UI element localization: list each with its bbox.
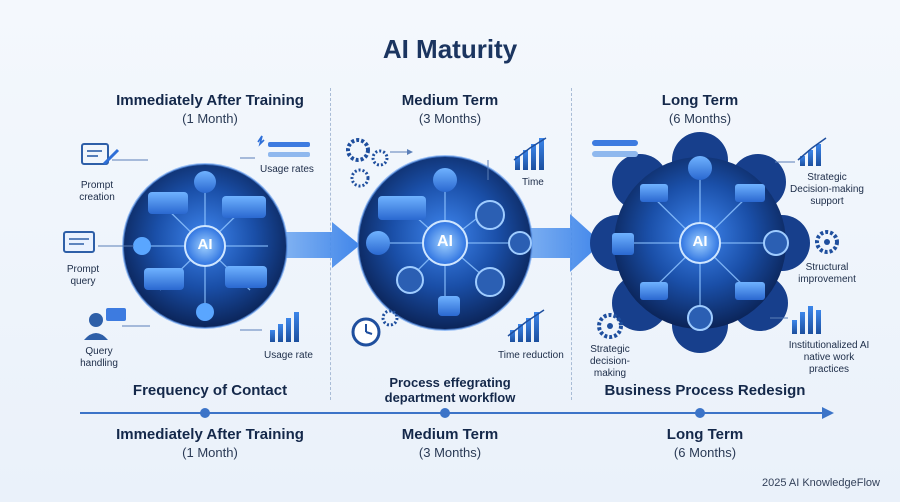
footer-credit: 2025 AI KnowledgeFlow [761, 477, 880, 489]
clock-icon [351, 309, 399, 347]
caption-stage2: Process effegrating department workflow [384, 375, 516, 405]
stage-heading-1: Immediately After Training [116, 92, 304, 109]
timeline-heading-2: Medium Term [401, 426, 499, 443]
usage-rates-icon [240, 135, 310, 159]
caption-stage3: Business Process Redesign [604, 382, 806, 399]
timeline-label-2: Medium Term (3 Months) [370, 425, 530, 461]
stage2-network-orb [357, 155, 533, 331]
institutional-chart-icon [770, 306, 821, 334]
stage1-network-orb [122, 163, 288, 329]
user-chat-icon [84, 308, 150, 340]
label-usage-rates: Usage rates [260, 164, 314, 175]
stage-heading-2: Medium Term [401, 92, 499, 109]
timeline-duration-3: (6 Months) [673, 445, 737, 460]
timeline-label-1: Immediately After Training (1 Month) [90, 425, 330, 461]
label-prompt-creation: Prompt creation [79, 180, 115, 203]
label-usage-rate: Usage rate [264, 350, 313, 361]
timeline-duration-1: (1 Month) [182, 445, 238, 460]
stage-heading-3: Long Term [661, 92, 739, 109]
strategy-gear-icon [597, 313, 623, 339]
stage-duration-3: (6 Months) [668, 111, 732, 126]
stage-duration-1: (1 Month) [182, 111, 238, 126]
label-institutionalized: Institutionalized AI native work practic… [788, 340, 870, 375]
label-structural-improvement: Structural improvement [798, 262, 856, 285]
gear-icon [815, 230, 839, 254]
label-time: Time [522, 177, 544, 188]
hub-label-2: AI [437, 233, 453, 250]
label-time-reduction: Time reduction [498, 350, 564, 361]
gears-icon [346, 138, 413, 188]
label-strategic-support: Strategic Decision-making support [790, 172, 864, 207]
timeline-duration-2: (3 Months) [418, 445, 482, 460]
progress-bars-icon [592, 140, 638, 157]
caption-stage1: Frequency of Contact [132, 382, 288, 399]
stage-duration-2: (3 Months) [418, 111, 482, 126]
stage3-network-orb [590, 132, 810, 353]
label-query-handling: Query handling [80, 346, 118, 369]
time-chart-icon [487, 137, 547, 180]
timeline-heading-1: Immediately After Training [116, 426, 304, 443]
growth-chart-icon [775, 137, 827, 166]
page-title: AI Maturity [382, 34, 518, 64]
hub-label-3: AI [692, 233, 708, 250]
bar-chart-icon [240, 312, 299, 342]
label-prompt-query: Prompt query [66, 264, 100, 287]
progress-arrow-1 [272, 222, 360, 268]
stage-header-1: Immediately After Training (1 Month) [90, 91, 330, 127]
hub-label-1: AI [197, 236, 213, 253]
chat-window-icon [63, 231, 134, 253]
document-edit-icon [81, 143, 148, 166]
time-reduction-chart-icon [507, 309, 545, 342]
timeline-label-3: Long Term (6 Months) [625, 425, 785, 461]
timeline [80, 407, 834, 419]
stage-header-2: Medium Term (3 Months) [370, 91, 530, 127]
label-strategic-decision-making: Strategic decision-making [589, 344, 631, 379]
stage-header-3: Long Term (6 Months) [620, 91, 780, 127]
timeline-heading-3: Long Term [666, 426, 744, 443]
